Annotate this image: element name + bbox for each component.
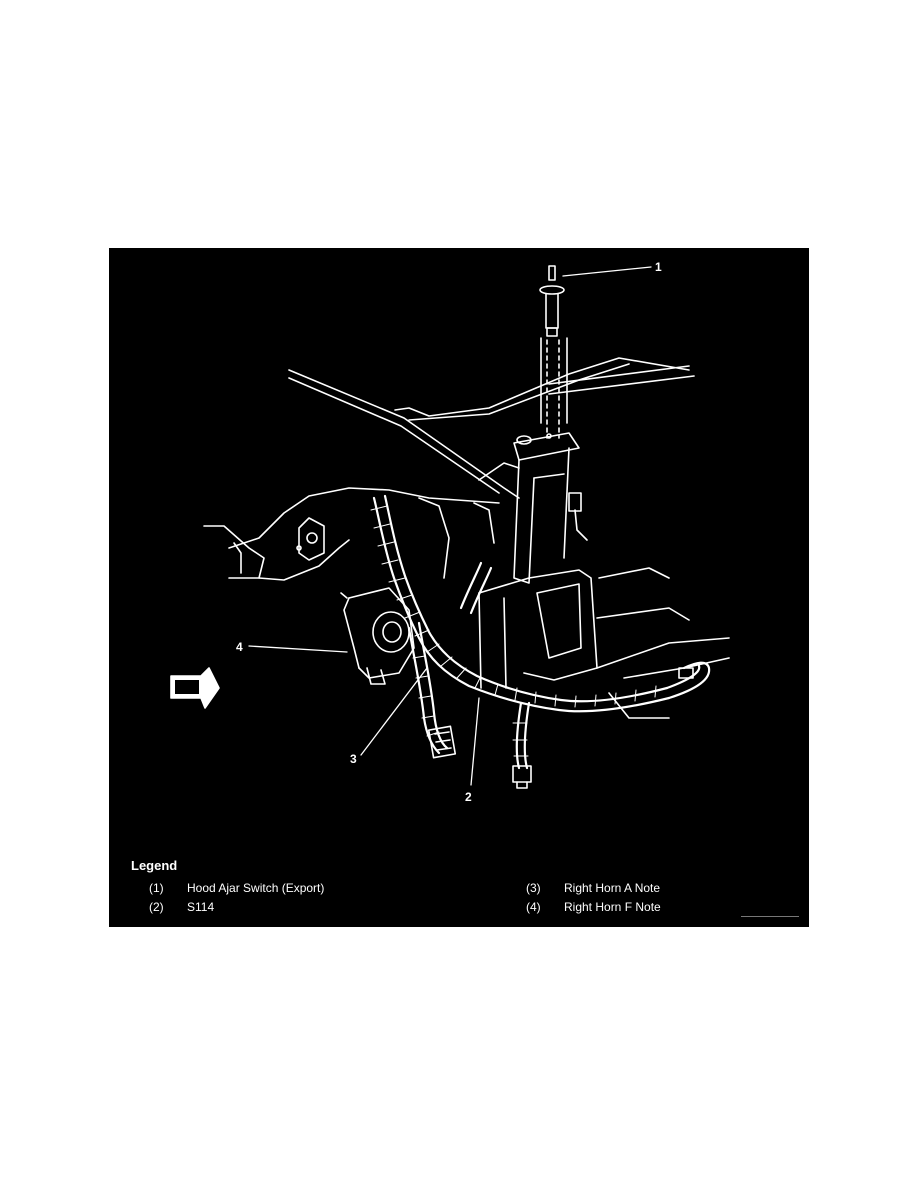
legend-item-number: (3) (526, 881, 541, 895)
harness-conduit-ribs (370, 505, 657, 757)
figure-corner-rule (741, 916, 799, 917)
switch-bracket (513, 337, 588, 584)
callout-4: 4 (236, 640, 243, 654)
legend-item-hood-ajar-switch: (1) Hood Ajar Switch (Export) (149, 881, 324, 895)
legend-item-s114: (2) S114 (149, 900, 214, 914)
legend-item-number: (4) (526, 900, 541, 914)
radiator-support (478, 567, 730, 719)
legend-item-right-horn-f-note: (4) Right Horn F Note (526, 900, 661, 914)
component-locator-diagram: 1 2 3 4 Legend (1) Hood Ajar Switch (Expo… (109, 248, 809, 927)
legend-item-label: Right Horn A Note (564, 881, 661, 895)
legend-item-right-horn-a-note: (3) Right Horn A Note (526, 881, 660, 895)
callout-leader-1 (562, 266, 652, 277)
callout-leaders (248, 266, 652, 786)
callout-3: 3 (350, 752, 357, 766)
callout-1: 1 (655, 260, 662, 274)
legend-item-number: (2) (149, 900, 164, 914)
harness-connectors (427, 667, 694, 789)
inner-fender-panel (203, 487, 500, 581)
callout-2: 2 (465, 790, 472, 804)
legend-item-label: Right Horn F Note (564, 900, 661, 914)
hood-ajar-switch (539, 265, 565, 337)
legend-title: Legend (131, 858, 178, 873)
legend-item-number: (1) (149, 881, 164, 895)
legend-item-label: S114 (187, 900, 215, 914)
legend-item-label: Hood Ajar Switch (Export) (187, 881, 325, 895)
callout-leader-4 (248, 645, 348, 653)
engine-bay-line-drawing (170, 265, 730, 789)
callout-leader-2 (470, 697, 480, 786)
front-direction-arrow (170, 667, 220, 709)
callout-leader-3 (360, 667, 428, 756)
fender-outline (288, 357, 695, 499)
